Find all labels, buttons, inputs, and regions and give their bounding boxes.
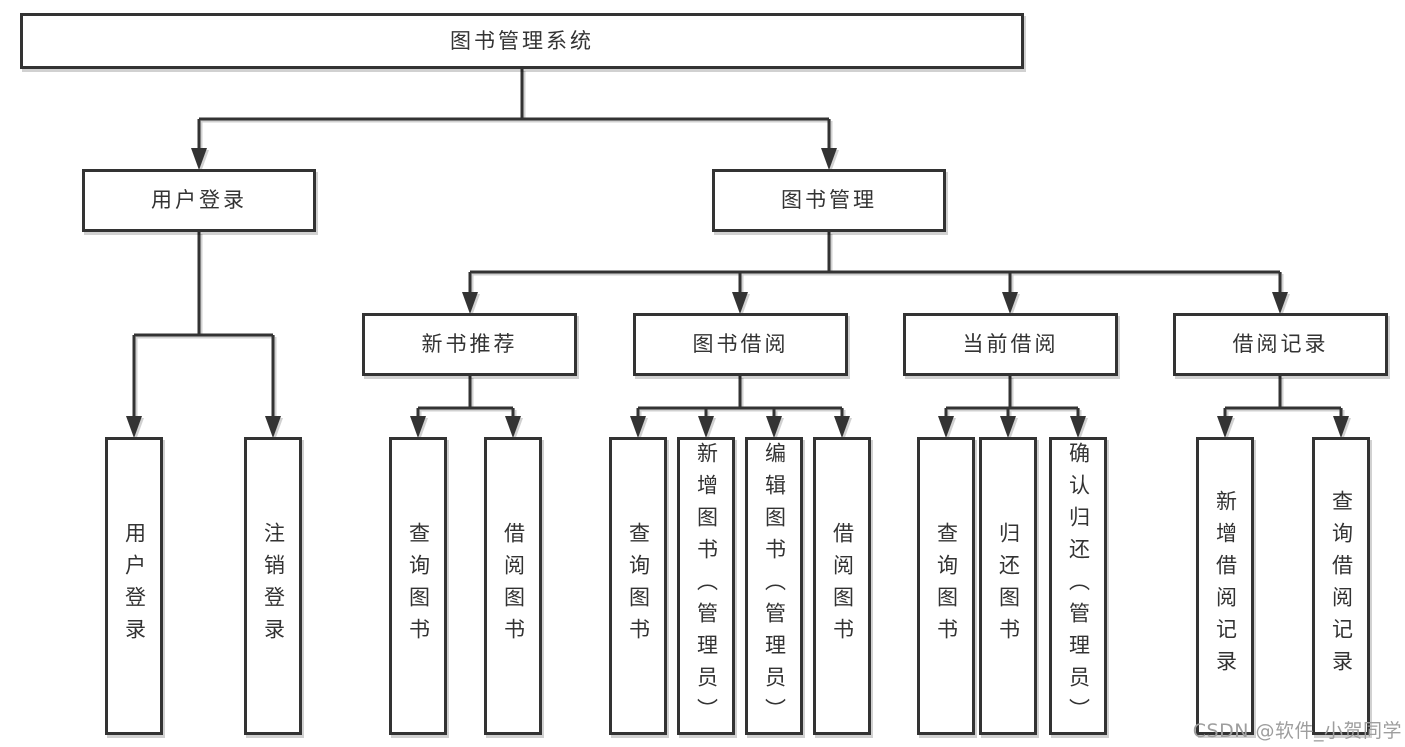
tree-edges (132, 69, 1343, 418)
leaf-borrow-books-borrowing: 借阅图书 (813, 437, 871, 735)
node-new-book-recommendation: 新书推荐 (362, 313, 577, 376)
node-label: 查询图书 (626, 522, 651, 650)
node-borrowing-records: 借阅记录 (1173, 313, 1388, 376)
node-label: 新增图书（管理员） (694, 442, 719, 730)
leaf-add-book-admin: 新增图书（管理员） (677, 437, 735, 735)
node-label: 借阅图书 (830, 522, 855, 650)
node-label: 图书管理 (781, 188, 877, 212)
node-label: 借阅记录 (1232, 332, 1329, 356)
node-current-borrowing: 当前借阅 (903, 313, 1118, 376)
leaf-query-books-borrowing: 查询图书 (609, 437, 667, 735)
csdn-watermark: CSDN @软件_小贺同学 (1192, 720, 1402, 742)
leaf-query-borrow-record: 查询借阅记录 (1312, 437, 1370, 735)
leaf-add-borrow-record: 新增借阅记录 (1196, 437, 1254, 735)
node-book-management: 图书管理 (712, 169, 946, 232)
leaf-logout-login: 注销登录 (244, 437, 302, 735)
leaf-user-login: 用户登录 (105, 437, 163, 735)
node-label: 借阅图书 (501, 522, 526, 650)
leaf-return-book: 归还图书 (979, 437, 1037, 735)
node-library-management-system: 图书管理系统 (20, 13, 1024, 69)
node-label: 编辑图书（管理员） (762, 442, 787, 730)
leaf-query-books-current: 查询图书 (917, 437, 975, 735)
leaf-confirm-return-admin: 确认归还（管理员） (1049, 437, 1107, 735)
node-label: 当前借阅 (962, 332, 1059, 356)
leaf-query-books-recommend: 查询图书 (389, 437, 447, 735)
node-label: 查询图书 (406, 522, 431, 650)
node-label: 新书推荐 (421, 332, 518, 356)
node-label: 用户登录 (151, 188, 247, 212)
node-label: 归还图书 (996, 522, 1021, 650)
node-label: 注销登录 (261, 522, 286, 650)
node-book-borrowing: 图书借阅 (633, 313, 848, 376)
node-label: 图书管理系统 (450, 28, 594, 53)
node-label: 新增借阅记录 (1213, 490, 1238, 682)
node-label: 查询图书 (934, 522, 959, 650)
node-user-login: 用户登录 (82, 169, 316, 232)
node-label: 查询借阅记录 (1329, 490, 1354, 682)
node-label: 图书借阅 (692, 332, 789, 356)
leaf-borrow-books-recommend: 借阅图书 (484, 437, 542, 735)
arrowheads (126, 148, 1349, 438)
node-label: 用户登录 (122, 522, 147, 650)
node-label: 确认归还（管理员） (1066, 442, 1091, 730)
leaf-edit-book-admin: 编辑图书（管理员） (745, 437, 803, 735)
